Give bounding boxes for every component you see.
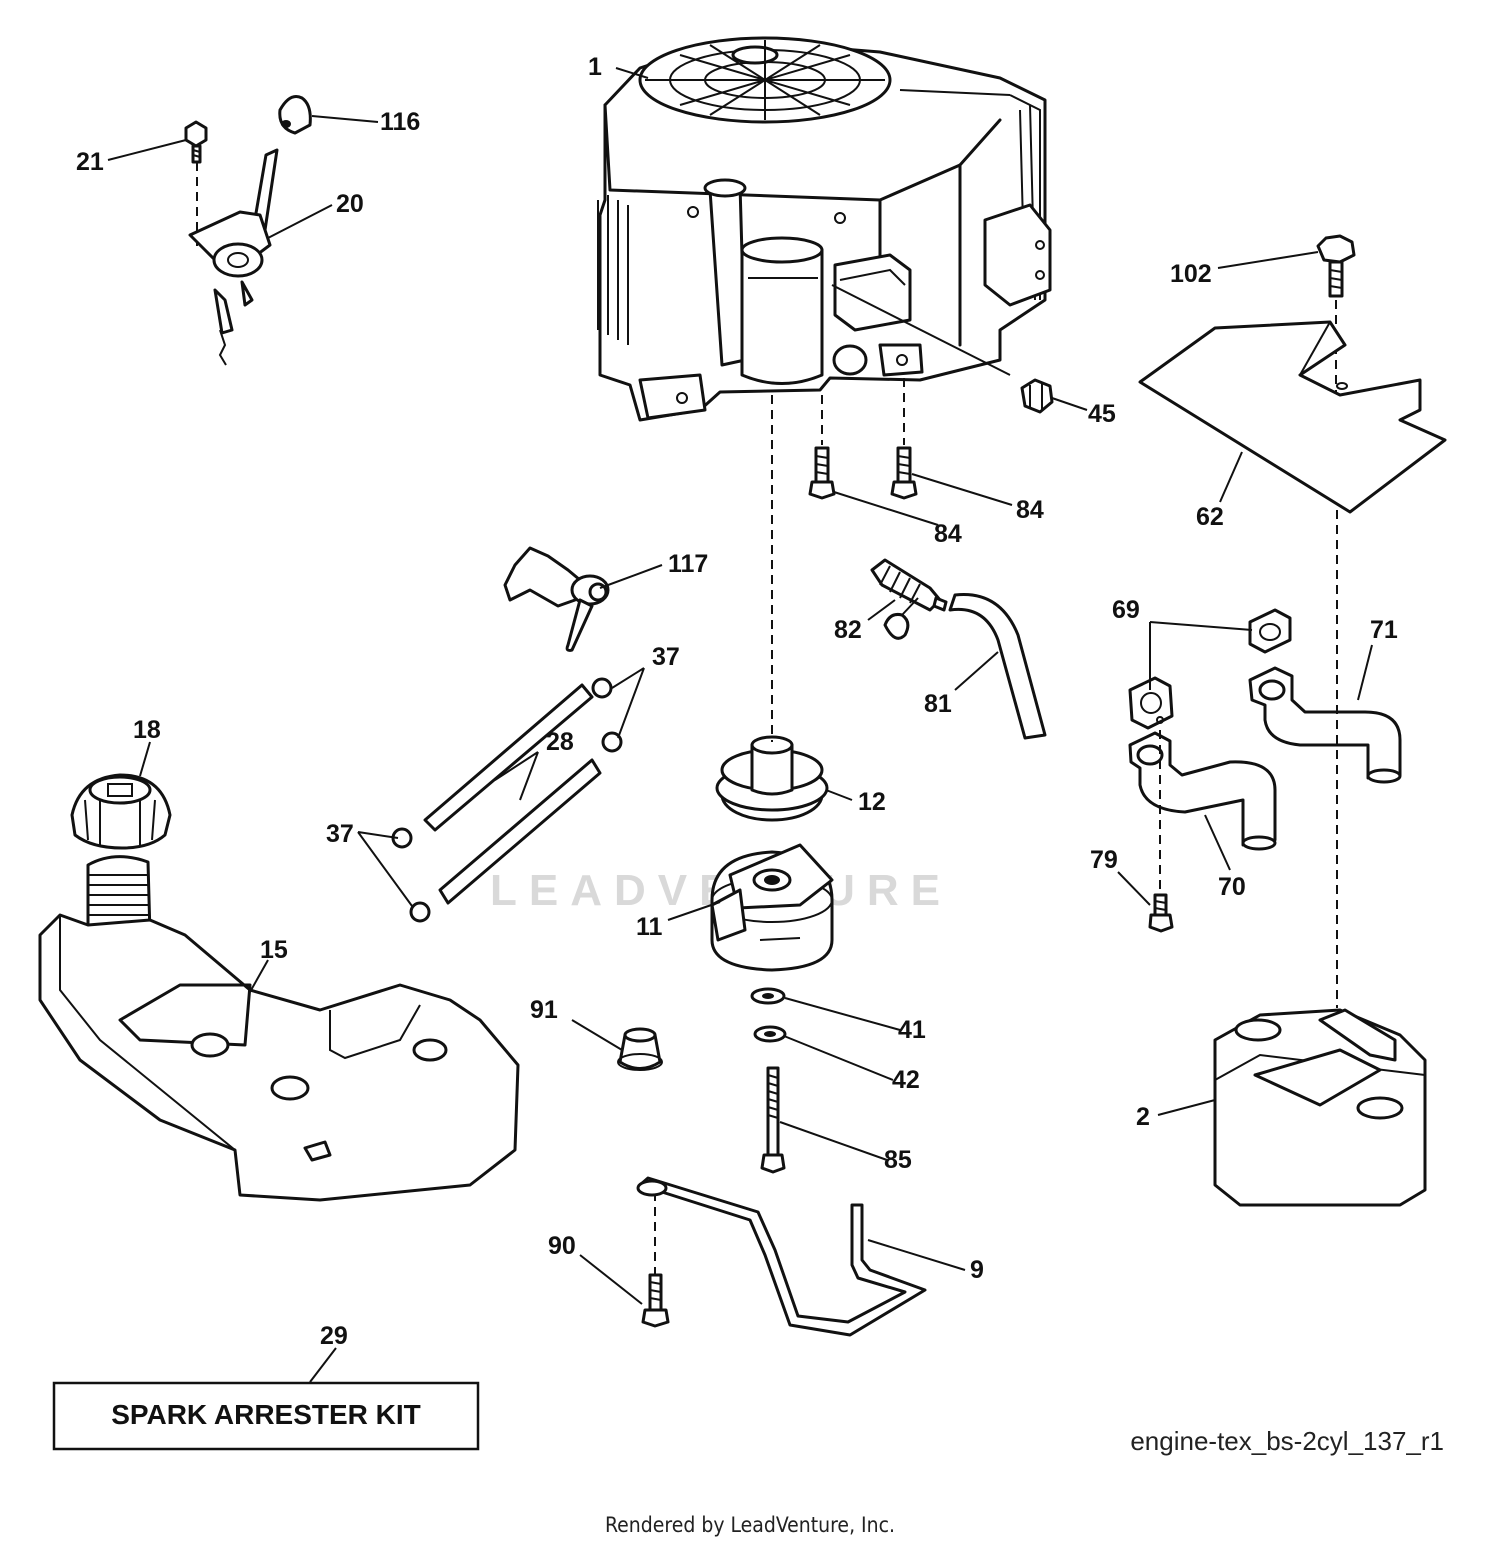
- fuel-valve-part-117[interactable]: [503, 546, 610, 652]
- knob-part-116[interactable]: [278, 95, 312, 135]
- callout-42: 42: [892, 1066, 920, 1094]
- screw-part-79[interactable]: [1148, 730, 1174, 933]
- callout-37-lower: 37: [326, 820, 354, 848]
- callout-2: 2: [1136, 1103, 1150, 1131]
- fuel-cap-part-18[interactable]: [70, 773, 172, 850]
- fuel-tank-part-15[interactable]: [38, 855, 520, 1202]
- callout-69: 69: [1112, 596, 1140, 624]
- fuel-filter-part-82[interactable]: [870, 558, 948, 640]
- spark-arrester-kit-label: SPARK ARRESTER KIT: [111, 1399, 421, 1430]
- callout-102: 102: [1170, 260, 1212, 288]
- fuel-line-part-28[interactable]: [423, 683, 602, 905]
- callout-12: 12: [858, 788, 886, 816]
- diagram-id: engine-tex_bs-2cyl_137_r1: [1130, 1426, 1444, 1456]
- callout-70: 70: [1218, 873, 1246, 901]
- engine-part-1[interactable]: [597, 36, 1052, 422]
- bolt-part-90[interactable]: [641, 1192, 670, 1328]
- bolt-part-85[interactable]: [760, 1066, 786, 1174]
- exhaust-pipe-part-70[interactable]: [1128, 731, 1277, 851]
- callout-21: 21: [76, 148, 104, 176]
- bolt-part-84-right[interactable]: [890, 378, 918, 500]
- bolt-part-84-left[interactable]: [808, 395, 836, 500]
- callout-91: 91: [530, 996, 558, 1024]
- pto-clutch-part-11[interactable]: [710, 843, 834, 972]
- bracket-rod-part-9[interactable]: [636, 1176, 927, 1337]
- callout-15: 15: [260, 936, 288, 964]
- callout-71: 71: [1370, 616, 1398, 644]
- bushing-part-91[interactable]: [617, 1027, 663, 1071]
- callout-29: 29: [320, 1322, 348, 1350]
- bolt-part-102[interactable]: [1316, 234, 1356, 395]
- washer-part-42[interactable]: [753, 1025, 787, 1043]
- callout-81: 81: [924, 690, 952, 718]
- callout-37-upper: 37: [652, 643, 680, 671]
- muffler-part-2[interactable]: [1213, 510, 1427, 1207]
- callout-9: 9: [970, 1256, 984, 1284]
- pulley-part-12[interactable]: [715, 735, 829, 822]
- screw-part-21[interactable]: [184, 120, 208, 250]
- callout-62: 62: [1196, 503, 1224, 531]
- exhaust-pipe-part-71[interactable]: [1248, 666, 1402, 784]
- callout-85: 85: [884, 1146, 912, 1174]
- fuel-hose-part-81[interactable]: [948, 593, 1047, 740]
- callout-84-left: 84: [934, 520, 962, 548]
- callout-28: 28: [546, 728, 574, 756]
- callout-117: 117: [668, 550, 708, 578]
- callout-18: 18: [133, 716, 161, 744]
- rendered-by-footer: Rendered by LeadVenture, Inc.: [605, 1513, 895, 1537]
- hose-clamp-part-37[interactable]: [391, 677, 623, 923]
- nut-part-45[interactable]: [1020, 378, 1054, 414]
- callout-20: 20: [336, 190, 364, 218]
- callout-11: 11: [636, 913, 663, 941]
- callout-41: 41: [898, 1016, 926, 1044]
- callout-116: 116: [380, 108, 420, 136]
- callout-90: 90: [548, 1232, 576, 1260]
- callout-1: 1: [588, 53, 602, 81]
- heat-shield-part-62[interactable]: [1138, 320, 1447, 514]
- callout-84-right: 84: [1016, 496, 1044, 524]
- throttle-control-part-20[interactable]: [188, 148, 279, 366]
- callout-82: 82: [834, 616, 862, 644]
- leader-lines: [107, 67, 1373, 1383]
- spark-arrester-kit-box[interactable]: SPARK ARRESTER KIT: [52, 1381, 480, 1451]
- washer-part-41[interactable]: [750, 987, 786, 1005]
- callout-79: 79: [1090, 846, 1118, 874]
- gasket-part-69[interactable]: [1128, 608, 1292, 730]
- callout-45: 45: [1088, 400, 1116, 428]
